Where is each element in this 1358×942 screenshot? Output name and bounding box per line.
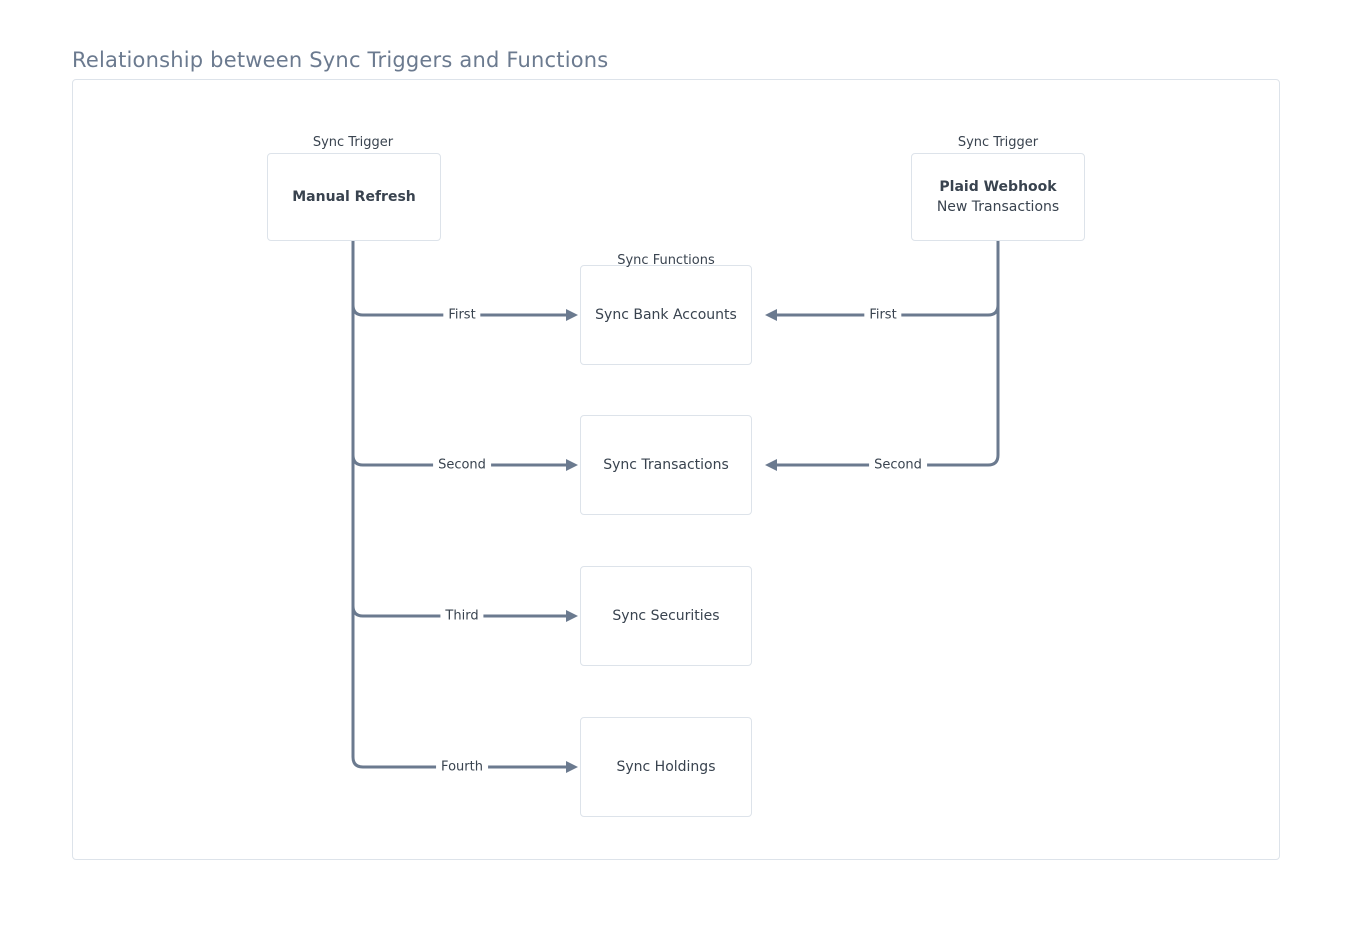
group-label-group-sync-trigger-right: Sync Trigger: [957, 135, 1039, 150]
function-node-function-sync-transactions[interactable]: Sync Transactions: [580, 415, 752, 515]
trigger-node-trigger-manual-refresh[interactable]: Manual Refresh: [267, 153, 441, 241]
edge-label-edge-manual-second: Second: [433, 458, 491, 472]
function-node-function-sync-securities[interactable]: Sync Securities: [580, 566, 752, 666]
edge-label-edge-manual-third: Third: [440, 609, 484, 623]
edge-label-edge-manual-first: First: [443, 308, 481, 322]
function-node-function-sync-bank-accounts[interactable]: Sync Bank Accounts: [580, 265, 752, 365]
node-label: New Transactions: [936, 199, 1060, 215]
function-node-function-sync-holdings[interactable]: Sync Holdings: [580, 717, 752, 817]
node-label: Sync Bank Accounts: [595, 306, 737, 323]
group-label-group-sync-trigger-left: Sync Trigger: [312, 135, 394, 150]
page-title: Relationship between Sync Triggers and F…: [72, 48, 609, 72]
node-label: Plaid Webhook: [939, 178, 1057, 195]
node-label: Sync Transactions: [603, 456, 729, 473]
node-label: Sync Holdings: [616, 758, 716, 775]
group-label-group-sync-functions: Sync Functions: [617, 253, 715, 268]
edge-label-edge-manual-fourth: Fourth: [436, 760, 488, 774]
node-label: Sync Securities: [612, 607, 720, 624]
node-label: Manual Refresh: [292, 188, 416, 205]
edge-label-edge-plaid-second: Second: [869, 458, 927, 472]
edge-label-edge-plaid-first: First: [864, 308, 902, 322]
